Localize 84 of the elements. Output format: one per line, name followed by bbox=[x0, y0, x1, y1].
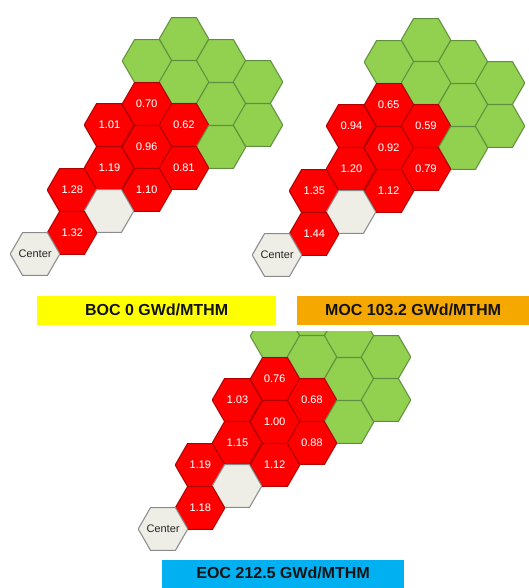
center-hexagon bbox=[252, 233, 302, 277]
burnup-banner: EOC 212.5 GWd/MTHM bbox=[162, 560, 404, 588]
fuel-assembly-hexagon bbox=[158, 60, 209, 104]
fuel-assembly-hexagon bbox=[326, 104, 376, 148]
fuel-assembly-hexagon bbox=[250, 442, 300, 487]
fuel-assembly-hexagon bbox=[361, 335, 412, 380]
fuel-assembly-hexagon bbox=[212, 378, 262, 422]
power-value: 0.94 bbox=[340, 120, 362, 132]
power-value: 1.32 bbox=[61, 226, 83, 239]
fuel-assembly-hexagon bbox=[324, 400, 374, 444]
fuel-assembly-hexagon bbox=[84, 103, 134, 148]
power-value: 1.10 bbox=[136, 184, 158, 196]
fuel-assembly-hexagon bbox=[196, 38, 246, 83]
fuel-assembly-hexagon bbox=[233, 60, 284, 104]
power-value: 1.00 bbox=[264, 416, 286, 428]
fuel-assembly-hexagon bbox=[438, 40, 488, 84]
power-value: 0.88 bbox=[301, 437, 322, 450]
power-value: 1.19 bbox=[98, 162, 120, 174]
power-value: 1.12 bbox=[264, 458, 286, 471]
fuel-assembly-hexagon bbox=[364, 40, 414, 84]
fuel-assembly-hexagon bbox=[47, 168, 98, 212]
fuel-assembly-hexagon bbox=[364, 82, 414, 127]
fuel-assembly-hexagon bbox=[196, 82, 246, 126]
center-hexagon bbox=[138, 507, 188, 551]
fuel-assembly-hexagon bbox=[438, 82, 488, 127]
fuel-assembly-hexagon bbox=[175, 442, 226, 487]
fuel-assembly-hexagon bbox=[324, 356, 374, 401]
fuel-assembly-hexagon bbox=[122, 124, 172, 169]
center-hexagon bbox=[10, 232, 60, 276]
power-value: 0.59 bbox=[415, 120, 436, 132]
power-value: 0.96 bbox=[136, 140, 158, 153]
fuel-assembly-hexagon bbox=[122, 82, 172, 126]
power-value: 1.01 bbox=[98, 119, 120, 132]
fuel-assembly-hexagon bbox=[361, 378, 412, 422]
power-value: 0.81 bbox=[173, 162, 194, 174]
fuel-assembly-hexagon bbox=[438, 126, 488, 170]
power-value: 0.65 bbox=[378, 98, 400, 111]
burnup-banner: BOC 0 GWd/MTHM bbox=[37, 296, 276, 325]
power-value: 1.18 bbox=[189, 502, 211, 514]
fuel-assembly-hexagon bbox=[212, 421, 262, 466]
power-value: 1.03 bbox=[226, 394, 248, 406]
burnup-banner: MOC 103.2 GWd/MTHM bbox=[297, 296, 529, 325]
fuel-assembly-hexagon bbox=[250, 356, 300, 401]
power-value: 1.15 bbox=[226, 437, 248, 450]
power-value: 1.12 bbox=[378, 184, 400, 197]
center-label: Center bbox=[18, 248, 52, 260]
fuel-assembly-hexagon bbox=[286, 335, 337, 380]
power-value: 1.28 bbox=[61, 184, 83, 196]
fuel-assembly-hexagon bbox=[475, 104, 526, 148]
power-value: 0.68 bbox=[301, 394, 322, 406]
power-value: 0.79 bbox=[415, 163, 436, 176]
fuel-assembly-hexagon bbox=[286, 378, 337, 422]
power-value: 0.62 bbox=[173, 119, 194, 132]
power-value: 0.70 bbox=[136, 98, 158, 110]
fuel-assembly-hexagon bbox=[289, 168, 340, 213]
fuel-assembly-hexagon bbox=[233, 103, 284, 148]
power-value: 1.20 bbox=[340, 163, 362, 176]
center-label: Center bbox=[260, 249, 294, 261]
fuel-assembly-hexagon bbox=[84, 146, 134, 190]
empty-hexagon bbox=[212, 464, 262, 508]
power-value: 1.35 bbox=[303, 184, 325, 197]
fuel-assembly-hexagon bbox=[158, 17, 209, 62]
fuel-assembly-hexagon bbox=[250, 400, 300, 444]
power-value: 0.92 bbox=[378, 142, 400, 154]
power-value: 0.76 bbox=[264, 372, 286, 385]
fuel-assembly-hexagon bbox=[400, 18, 451, 62]
empty-hexagon bbox=[84, 189, 134, 234]
fuel-assembly-hexagon bbox=[326, 147, 376, 192]
fuel-assembly-hexagon bbox=[400, 147, 451, 192]
fuel-assembly-hexagon bbox=[475, 61, 526, 106]
fuel-assembly-hexagon bbox=[364, 126, 414, 170]
power-value: 1.44 bbox=[303, 228, 325, 240]
fuel-assembly-hexagon bbox=[364, 168, 414, 213]
fuel-assembly-hexagon bbox=[122, 38, 172, 83]
center-label: Center bbox=[146, 523, 180, 535]
fuel-assembly-hexagon bbox=[286, 421, 337, 466]
empty-hexagon bbox=[326, 190, 376, 234]
fuel-assembly-hexagon bbox=[196, 124, 246, 169]
power-value: 1.19 bbox=[189, 458, 211, 471]
fuel-assembly-hexagon bbox=[158, 146, 209, 190]
fuel-assembly-hexagon bbox=[400, 104, 451, 148]
fuel-assembly-hexagon bbox=[400, 61, 451, 106]
fuel-assembly-hexagon bbox=[122, 168, 172, 212]
fuel-assembly-hexagon bbox=[158, 103, 209, 148]
